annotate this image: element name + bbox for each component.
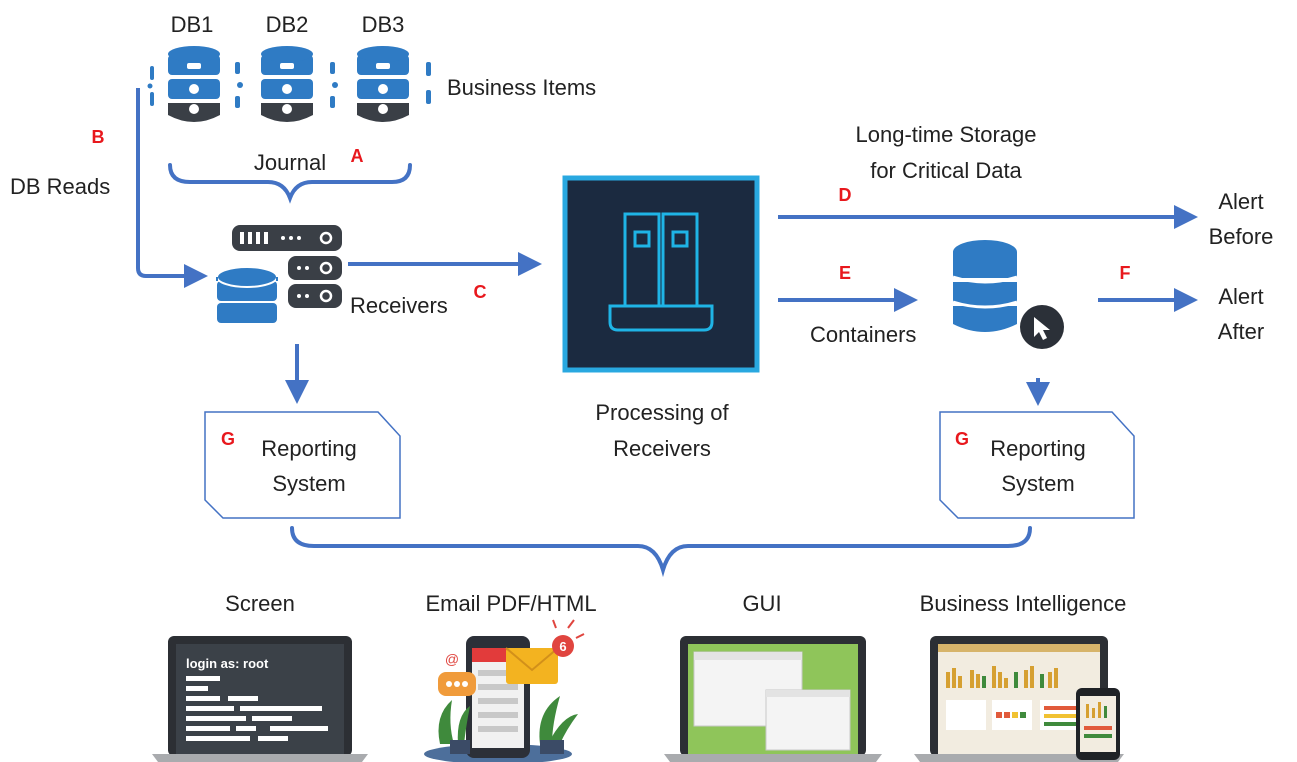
reporting-right-line2: System — [1001, 471, 1074, 496]
processing-label-line2: Receivers — [613, 436, 711, 461]
alert-before-line1: Alert — [1218, 189, 1263, 214]
outputs-brace — [290, 526, 1032, 578]
database-icon — [168, 46, 220, 122]
db1: DB1 — [168, 12, 220, 122]
output-bi-label: Business Intelligence — [920, 591, 1127, 616]
db-reads-arrow — [136, 88, 208, 288]
marker-b: B — [92, 127, 105, 147]
business-items-label: Business Items — [447, 75, 596, 100]
db-connectors — [147, 62, 431, 108]
email-phone-icon: 6 @ — [424, 619, 585, 762]
reporting-system-left: G Reporting System — [204, 411, 401, 519]
marker-a: A — [351, 146, 364, 166]
laptop-terminal-icon: login as: root — [152, 636, 368, 762]
laptop-gui-icon — [664, 636, 882, 762]
db1-label: DB1 — [171, 12, 214, 37]
processing-label-line1: Processing of — [595, 400, 729, 425]
journal-brace — [168, 163, 412, 204]
reporting-left-line1: Reporting — [261, 436, 356, 461]
db-reads-label: DB Reads — [10, 174, 110, 199]
db3: DB3 — [357, 12, 409, 122]
marker-c: C — [474, 282, 487, 302]
long-time-storage-line2: for Critical Data — [870, 158, 1022, 183]
output-gui-label: GUI — [742, 591, 781, 616]
containers-database-icon — [952, 240, 1064, 349]
alert-before-line2: Before — [1209, 224, 1274, 249]
notification-count: 6 — [559, 639, 566, 654]
email-at-sign: @ — [445, 651, 459, 667]
output-email-label: Email PDF/HTML — [425, 591, 596, 616]
db2-label: DB2 — [266, 12, 309, 37]
alert-after-line1: Alert — [1218, 284, 1263, 309]
marker-d: D — [839, 185, 852, 205]
db3-label: DB3 — [362, 12, 405, 37]
long-time-storage-line1: Long-time Storage — [856, 122, 1037, 147]
reporting-system-right: G Reporting System — [939, 411, 1135, 519]
marker-g-left: G — [221, 429, 235, 449]
terminal-text: login as: root — [186, 656, 269, 671]
processing-icon — [562, 175, 760, 373]
output-screen-label: Screen — [225, 591, 295, 616]
db2: DB2 — [261, 12, 313, 122]
alert-after-line2: After — [1218, 319, 1264, 344]
laptop-dashboard-icon — [914, 636, 1124, 762]
reporting-right-line1: Reporting — [990, 436, 1085, 461]
journal-label: Journal — [254, 150, 326, 175]
containers-label: Containers — [810, 322, 916, 347]
marker-e: E — [839, 263, 851, 283]
receivers-server-icon — [216, 225, 342, 323]
marker-g-right: G — [955, 429, 969, 449]
reporting-left-line2: System — [272, 471, 345, 496]
database-icon — [357, 46, 409, 122]
marker-f: F — [1120, 263, 1131, 283]
receivers-label: Receivers — [350, 293, 448, 318]
database-icon — [261, 46, 313, 122]
